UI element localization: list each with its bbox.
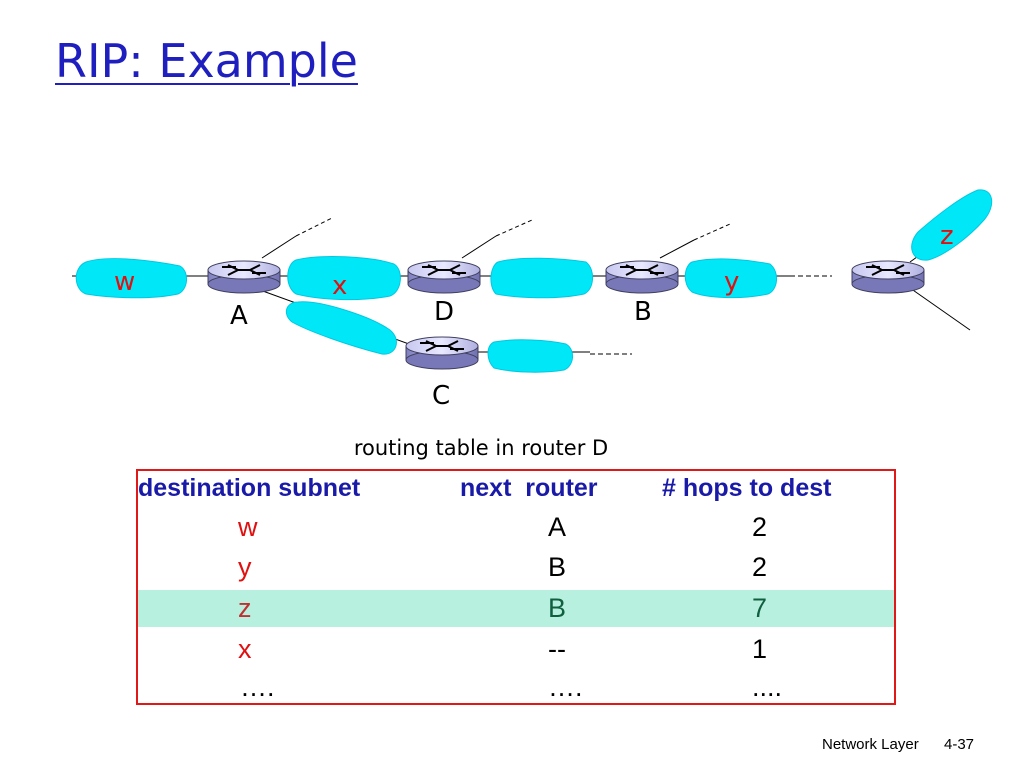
- router-label-d: D: [434, 297, 454, 327]
- router-a: [207, 260, 281, 294]
- network-diagram: w x y z A D B C: [72, 189, 993, 411]
- subnet-x-blob: [287, 256, 401, 301]
- row-1-hops: 2: [752, 512, 768, 542]
- row-2-dest: y: [238, 552, 252, 582]
- row-2-hops: 2: [752, 552, 768, 582]
- router-d: [407, 260, 481, 294]
- router-far: [851, 260, 925, 294]
- subnet-label-w: w: [114, 267, 135, 297]
- table-caption: routing table in router D: [353, 436, 609, 460]
- subnet-w-blob: [75, 258, 187, 299]
- row-2-next: B: [548, 552, 567, 582]
- subnet-y-blob: [684, 258, 777, 299]
- subnet-z-blob: [911, 189, 993, 261]
- row-5-dest: ….: [240, 672, 275, 702]
- header-destination: destination subnet: [138, 474, 361, 502]
- subnet-dy-blob: [490, 257, 593, 299]
- row-1-dest: w: [238, 512, 258, 542]
- router-label-b: B: [634, 297, 652, 327]
- header-hops: # hops to dest: [662, 474, 832, 502]
- subnet-label-x: x: [332, 271, 347, 301]
- slide-title: RIP: Example: [55, 34, 358, 88]
- highlighted-row: [138, 590, 894, 627]
- subnet-c-blob: [487, 339, 573, 373]
- subnet-ac-blob: [285, 301, 397, 355]
- subnet-label-y: y: [724, 267, 739, 297]
- row-3-next: B: [548, 593, 567, 623]
- router-label-c: C: [432, 381, 450, 411]
- footer-page-number: 4-37: [944, 736, 975, 753]
- row-1-next: A: [548, 512, 567, 542]
- subnet-blobs: [75, 189, 993, 373]
- routing-table: [136, 469, 896, 705]
- router-label-a: A: [230, 301, 248, 331]
- row-4-next: --: [548, 634, 566, 664]
- router-c: [405, 336, 479, 370]
- router-b: [605, 260, 679, 294]
- row-5-hops: ....: [752, 672, 783, 702]
- row-5-next: ….: [548, 672, 583, 702]
- footer-section: Network Layer: [822, 736, 919, 753]
- header-next-router: next router: [460, 474, 598, 502]
- row-3-dest: z: [238, 593, 252, 623]
- row-4-hops: 1: [752, 634, 768, 664]
- row-3-hops: 7: [752, 593, 768, 623]
- row-4-dest: x: [238, 634, 252, 664]
- subnet-label-z: z: [940, 221, 954, 251]
